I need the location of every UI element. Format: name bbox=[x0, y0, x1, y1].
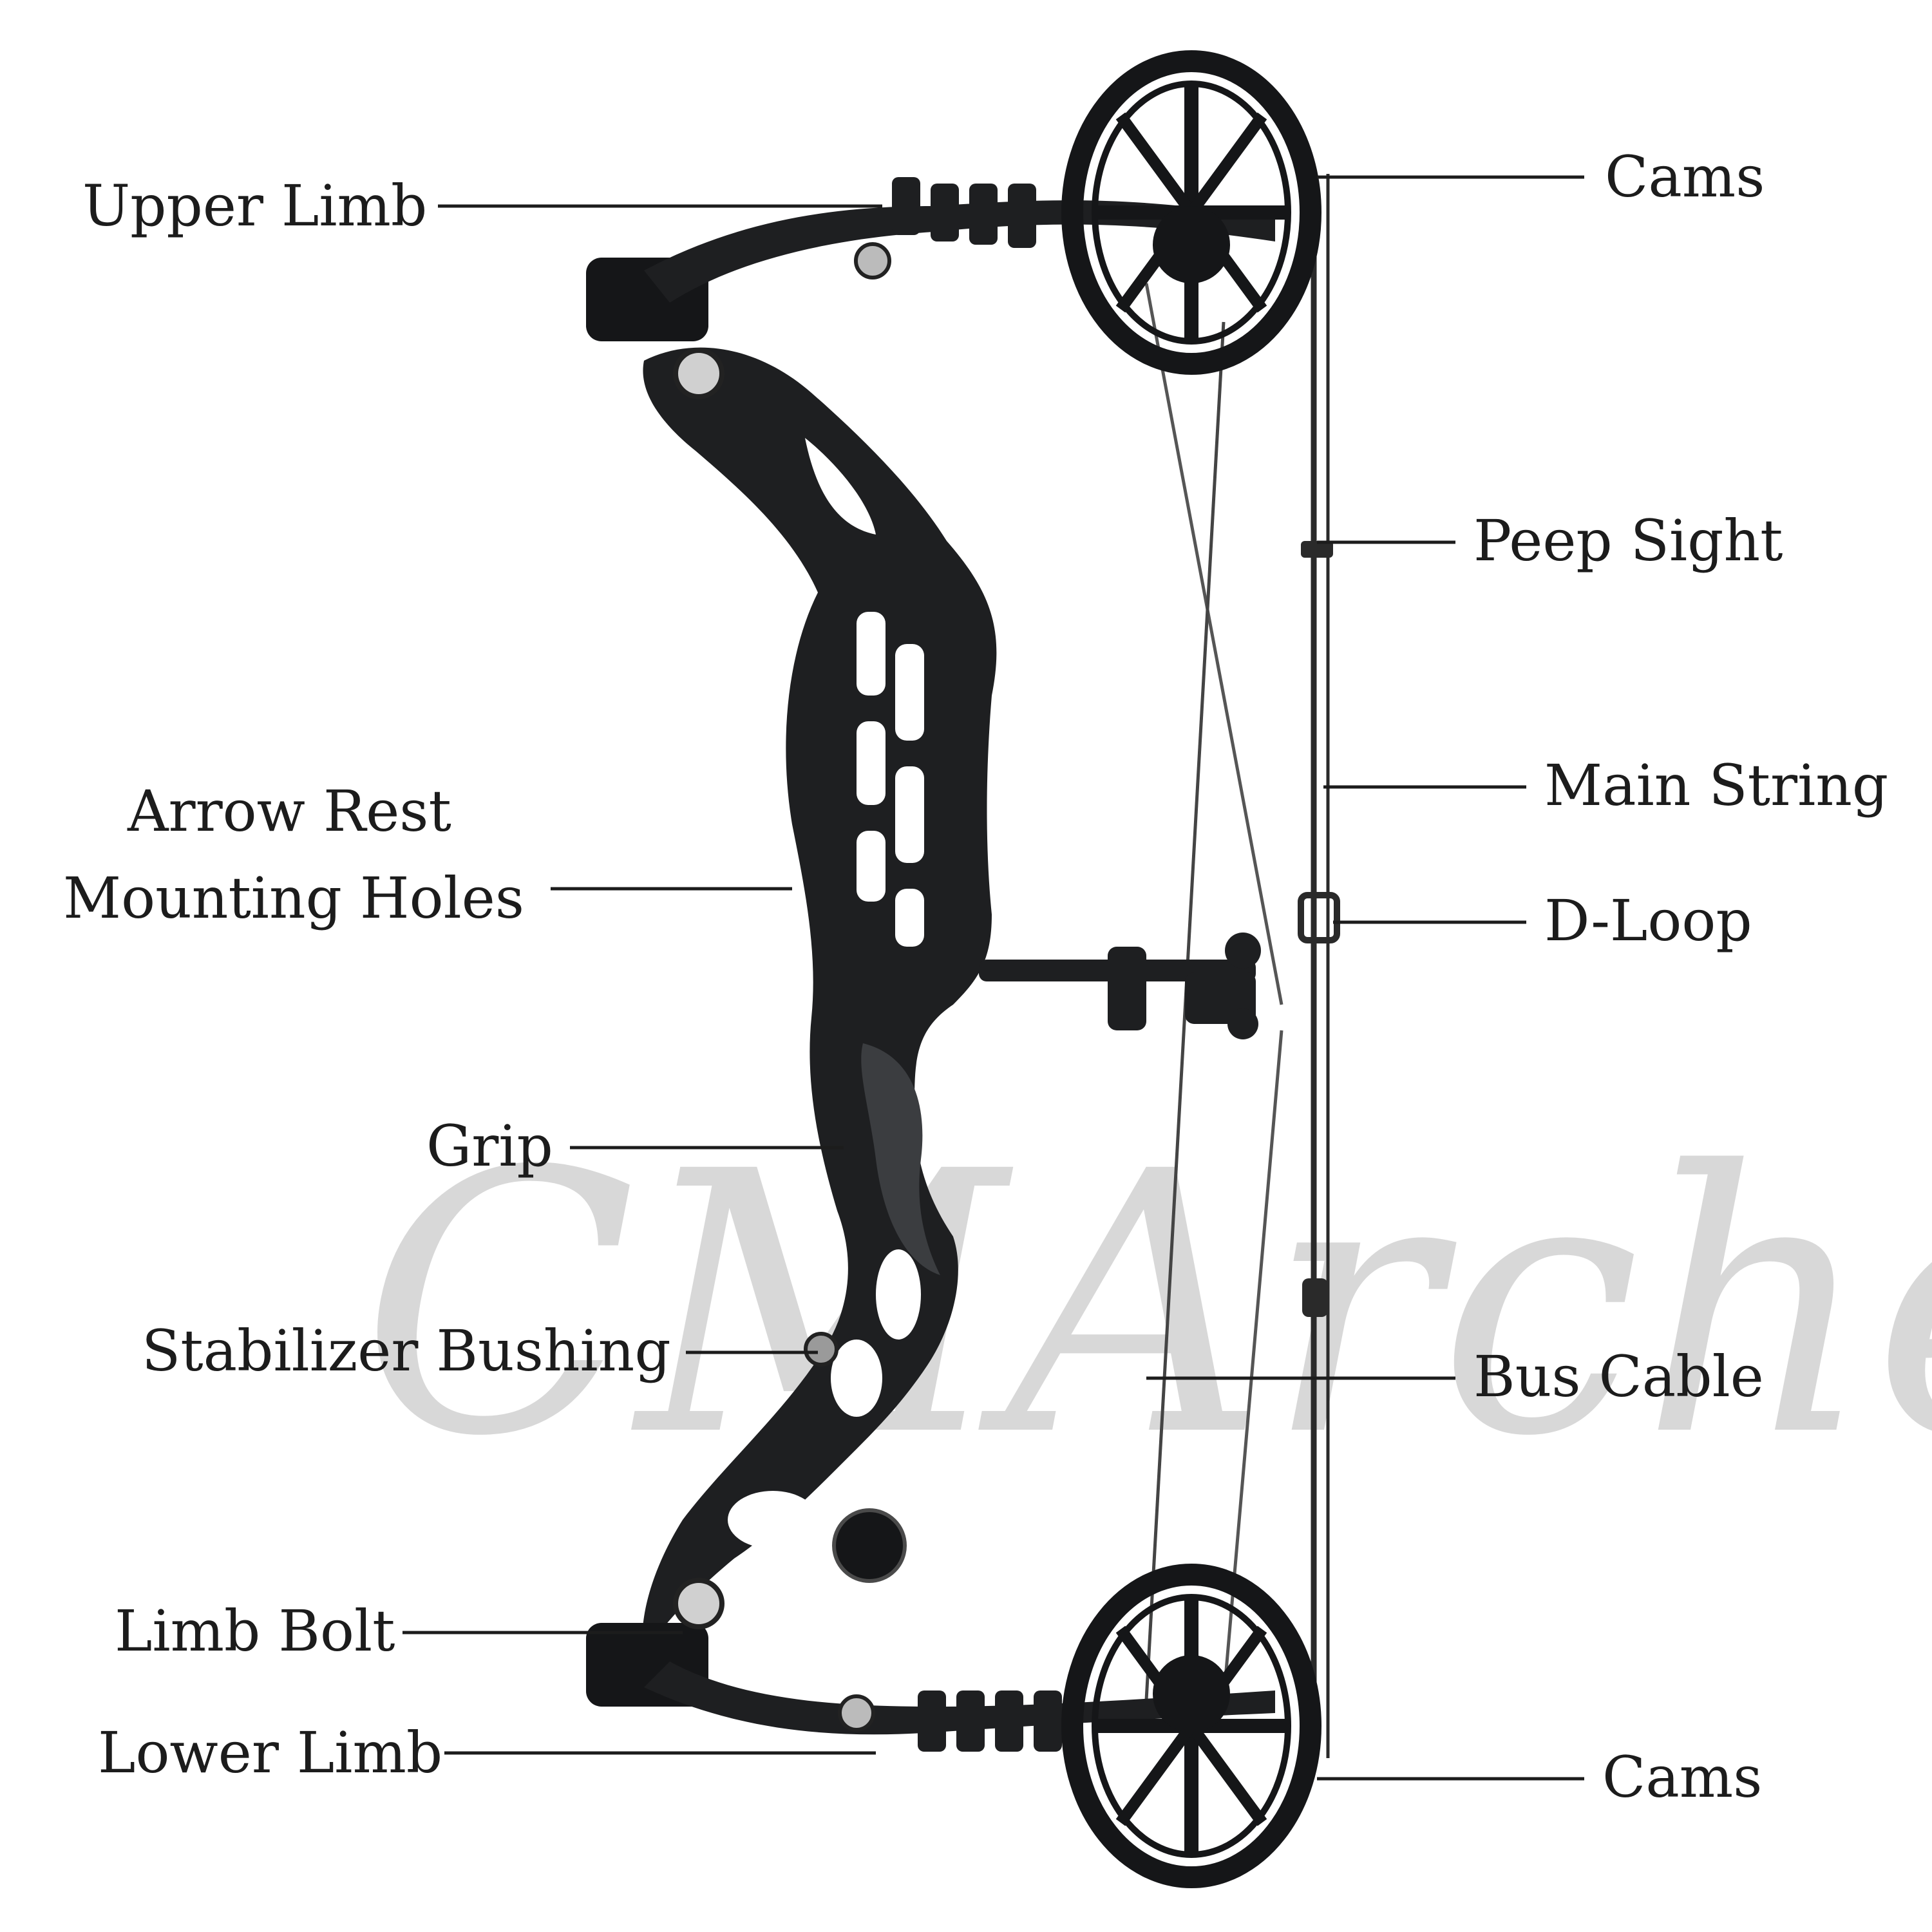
arrow-rest-knob bbox=[1225, 933, 1261, 969]
d-loop-part bbox=[1298, 892, 1340, 943]
cutout bbox=[857, 831, 886, 902]
upper-cam-rim bbox=[1061, 50, 1321, 375]
label-cams-bottom: Cams bbox=[1602, 1744, 1762, 1810]
label-limb-bolt: Limb Bolt bbox=[115, 1598, 395, 1664]
cutout bbox=[895, 644, 924, 741]
label-cams-top: Cams bbox=[1605, 144, 1765, 210]
leader-lines bbox=[402, 175, 1584, 1781]
upper-cam-hub bbox=[1153, 206, 1230, 283]
upper-limb-assembly bbox=[586, 177, 1275, 399]
peep-sight-part bbox=[1301, 541, 1333, 558]
cutout bbox=[831, 1340, 882, 1417]
strings bbox=[1144, 174, 1330, 1758]
riser-cutouts bbox=[728, 438, 924, 1549]
cutout bbox=[895, 889, 924, 947]
arrow-rest bbox=[979, 933, 1261, 1039]
lower-limb-bolt bbox=[673, 1578, 724, 1629]
label-lower-limb: Lower Limb bbox=[98, 1719, 442, 1786]
cutout bbox=[876, 1249, 921, 1340]
upper-limb-bolt bbox=[673, 348, 724, 399]
upper-cam bbox=[1061, 50, 1321, 375]
bow-illustration bbox=[586, 50, 1340, 1888]
lower-limb-assembly bbox=[586, 1578, 1275, 1752]
label-bus-cable: Bus Cable bbox=[1473, 1343, 1764, 1410]
cable-upper bbox=[1144, 283, 1283, 1005]
upper-pivot bbox=[854, 242, 891, 279]
lower-pivot bbox=[838, 1694, 875, 1732]
lower-cam-hub bbox=[1153, 1655, 1230, 1732]
label-grip: Grip bbox=[426, 1113, 553, 1179]
labels: Upper Limb Arrow Rest Mounting Holes Gri… bbox=[63, 144, 1888, 1810]
cutout bbox=[895, 766, 924, 863]
cutout bbox=[805, 438, 876, 535]
lower-limb-shape bbox=[644, 1662, 1275, 1735]
label-upper-limb: Upper Limb bbox=[82, 173, 427, 239]
arrow-rest-knob bbox=[1227, 1009, 1258, 1039]
grip-shape bbox=[861, 1043, 940, 1275]
lower-cam-rim bbox=[1061, 1564, 1321, 1888]
label-stabilizer-bushing: Stabilizer Bushing bbox=[142, 1318, 671, 1384]
lower-cam bbox=[1061, 1564, 1321, 1888]
cutout bbox=[857, 721, 886, 805]
cutout bbox=[857, 612, 886, 696]
label-d-loop: D-Loop bbox=[1544, 887, 1752, 954]
label-peep-sight: Peep Sight bbox=[1473, 507, 1783, 574]
stabilizer-bushing-part bbox=[804, 1332, 838, 1367]
cutout bbox=[728, 1491, 818, 1549]
arrow-rest-block bbox=[1108, 947, 1146, 1030]
label-arrow-rest-line1: Arrow Rest bbox=[127, 778, 451, 844]
watermark-text: CMArchery bbox=[361, 1095, 1932, 1515]
riser-knob bbox=[832, 1508, 907, 1583]
lower-limb-dampeners bbox=[918, 1690, 1062, 1752]
label-arrow-rest-line2: Mounting Holes bbox=[63, 865, 524, 931]
string-serving bbox=[1302, 1278, 1328, 1317]
upper-limb-dampeners bbox=[892, 177, 1036, 248]
upper-limb-shape bbox=[644, 200, 1275, 303]
label-main-string: Main String bbox=[1544, 752, 1888, 819]
